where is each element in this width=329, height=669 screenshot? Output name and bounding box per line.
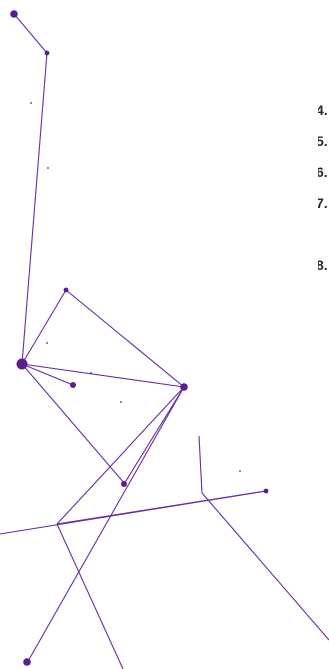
toc-number: 6. [318,163,329,181]
toc-item-5[interactable]: 5.R [318,132,329,163]
network-line [14,14,47,53]
toc-number: 7. [318,194,329,212]
toc-item-7[interactable]: 7.F [318,194,329,225]
network-line [22,290,66,364]
toc-item-4[interactable]: 4.C [318,101,329,132]
network-dot [30,102,32,104]
network-dot [47,167,49,169]
network-line [124,387,184,484]
network-node [264,489,269,494]
network-node [10,10,18,18]
toc-number: 8. [318,256,329,274]
toc-item-6[interactable]: 6.P [318,163,329,194]
toc-subitem[interactable]: 3 [318,39,329,70]
network-node [70,382,76,388]
network-dot [90,372,92,374]
network-node [180,383,188,391]
toc-item-8[interactable]: 8.R [318,256,329,287]
table-of-contents: 3 3 3 4.C 5.R 6.P 7.F 7 8.R [318,8,329,287]
network-node [64,288,69,293]
network-node [23,658,31,666]
network-line [22,364,125,484]
toc-number: 4. [318,101,329,119]
network-node [17,359,28,370]
network-line [57,524,123,669]
network-dot [46,342,48,344]
toc-subitem[interactable]: 3 [318,70,329,101]
network-node [45,51,50,56]
network-line [27,387,184,663]
toc-subitem[interactable]: 7 [318,225,329,256]
network-line [199,436,202,493]
network-node [121,481,127,487]
network-dot [120,401,122,403]
network-line [57,387,184,524]
toc-subitem[interactable]: 3 [318,8,329,39]
network-line [22,53,47,364]
network-line [202,493,329,640]
network-dot [239,470,241,472]
toc-number: 5. [318,132,329,150]
network-line [57,491,266,524]
